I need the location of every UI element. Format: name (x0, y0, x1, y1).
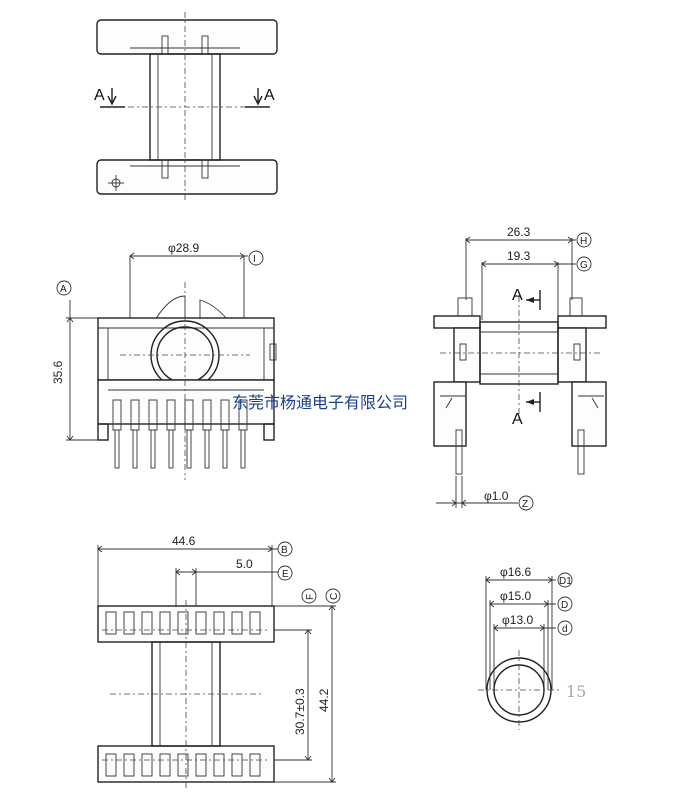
top-view: A A (94, 12, 278, 202)
front-view: φ28.9 I A 35.6 (51, 241, 277, 480)
ref-circle-icon (301, 588, 317, 604)
ref-circle-icon (325, 588, 341, 604)
ref-side-inner: G (580, 260, 588, 271)
company-watermark: 东莞市杨通电子有限公司 (232, 393, 408, 412)
section-label-right: A (264, 87, 275, 104)
ref-circle-icon (277, 541, 293, 557)
ref-circle-icon (248, 250, 264, 266)
ref-front-dia: I (253, 254, 256, 265)
section-label-side-top: A (512, 287, 523, 304)
ref-circle-icon (56, 280, 72, 296)
dim-tube-d: φ15.0 (500, 589, 531, 603)
ref-circle-icon (557, 620, 573, 636)
dim-length-inner: 30.7±0.3 (293, 688, 307, 735)
ref-circle-icon (557, 572, 573, 588)
ref-circle-icon (557, 596, 573, 612)
ref-tube-small-d: d (562, 624, 568, 635)
dim-front-diameter: φ28.9 (168, 241, 199, 255)
section-arrow-icon (107, 88, 117, 106)
dim-tube-small-d: φ13.0 (502, 613, 533, 627)
ref-circle-icon (576, 232, 592, 248)
tube-thickness-label: 15 (566, 682, 586, 701)
ref-side-outer: H (580, 236, 587, 247)
ref-tube-d: D (561, 600, 568, 611)
side-view: 26.3 H 19.3 G A A (433, 225, 607, 511)
ref-pin-pitch: E (282, 569, 289, 580)
section-label-side-bottom: A (512, 411, 523, 428)
ref-front-height: A (60, 284, 67, 295)
dim-tube-d1: φ16.6 (500, 565, 531, 579)
ref-circle-icon (518, 495, 534, 511)
dim-side-inner: 19.3 (507, 249, 531, 263)
ref-circle-icon (576, 256, 592, 272)
section-arrow-icon (253, 88, 263, 106)
dim-front-height: 35.6 (51, 360, 65, 384)
bottom-view: 44.6 B 5.0 E (97, 534, 341, 790)
ref-tube-d1: D1 (559, 576, 572, 587)
ref-bottom-width: B (281, 545, 288, 556)
dim-bottom-width: 44.6 (172, 534, 196, 548)
crosshair-icon (108, 175, 124, 191)
bottom-pin-slots-top (105, 611, 261, 635)
ref-length-outer: C (329, 593, 340, 600)
section-label-left: A (94, 87, 105, 104)
ref-circle-icon (277, 565, 293, 581)
dim-pin-diameter: φ1.0 (484, 489, 509, 503)
ref-pin: Z (522, 499, 528, 510)
dim-side-outer: 26.3 (507, 225, 531, 239)
tube-view: φ16.6 D1 φ15.0 D φ13.0 d 15 (478, 565, 586, 730)
ref-length-inner: F (305, 594, 316, 600)
dim-pin-pitch: 5.0 (236, 557, 253, 571)
dim-length-outer: 44.2 (317, 688, 331, 712)
front-pins (112, 399, 248, 469)
bottom-pin-slots-bottom (105, 753, 261, 777)
